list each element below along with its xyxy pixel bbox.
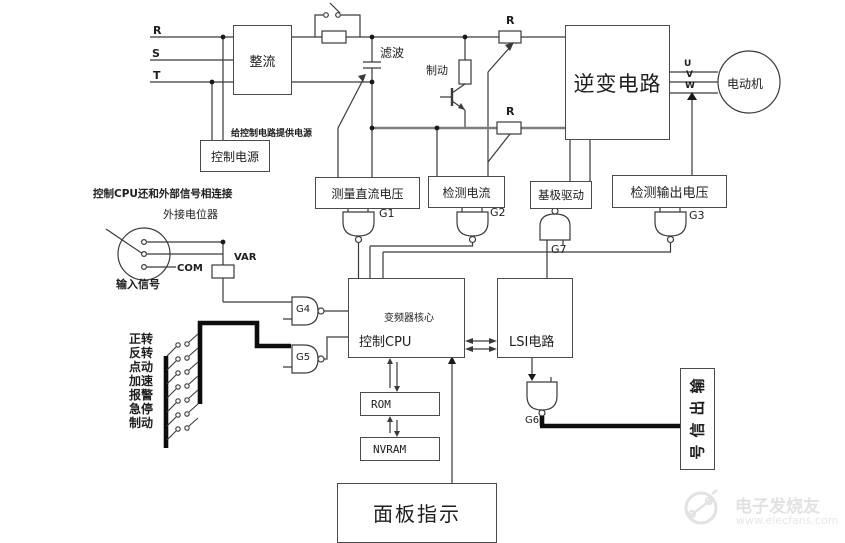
motor-circle — [717, 50, 781, 114]
rectifier-block: 整流 — [233, 25, 292, 95]
filter-label: 滤波 — [380, 46, 405, 60]
switch-label-jog: 点动 — [129, 360, 154, 374]
detect-current-label: 检测电流 — [442, 185, 491, 200]
switch-label-accelerate: 加速 — [129, 374, 154, 388]
switch-label-brake: 制动 — [129, 416, 154, 430]
detect-output-voltage-block: 检测输出电压 — [612, 175, 727, 208]
phase-u-label: U — [684, 59, 692, 69]
motor-label: 电动机 — [727, 77, 764, 91]
output-signal-block: 输 出 信 号 — [680, 368, 715, 470]
panel-indicator-label: 面板指示 — [373, 502, 461, 526]
phase-s-label: S — [152, 47, 160, 60]
shunt-resistor-top-label: R — [506, 14, 515, 27]
cpu-name-label: 控制CPU — [359, 335, 412, 350]
panel-indicator-block: 面板指示 — [337, 483, 497, 543]
nvram-block: NVRAM — [360, 437, 440, 461]
gate-g1-label: G1 — [379, 207, 395, 220]
output-signal-char: 输 — [688, 378, 707, 394]
gate-g6-label: G6 — [525, 415, 540, 426]
power-supply-note: 给控制电路提供电源 — [231, 129, 313, 139]
switch-label-forward: 正转 — [129, 332, 154, 346]
phase-r-label: R — [153, 24, 162, 37]
elecfans-logo-icon — [684, 489, 718, 525]
lsi-block: LSI电路 — [497, 278, 573, 358]
output-signal-char: 号 — [688, 444, 707, 460]
cpu-core-label: 变频器核心 — [384, 313, 434, 324]
gate-g2-label: G2 — [490, 206, 506, 219]
nvram-label: NVRAM — [373, 442, 407, 456]
measure-dc-voltage-block: 测量直流电压 — [315, 177, 420, 209]
watermark-brand: 电子发烧友 — [735, 497, 820, 517]
cpu-external-note: 控制CPU还和外部信号相连接 — [93, 188, 233, 200]
output-signal-char: 信 — [688, 422, 707, 438]
base-drive-label: 基极驱动 — [538, 188, 584, 202]
measure-dc-voltage-label: 测量直流电压 — [331, 186, 404, 201]
gate-g5-label: G5 — [296, 352, 311, 363]
brake-label: 制动 — [426, 64, 448, 77]
inverter-label: 逆变电路 — [573, 71, 662, 96]
base-drive-block: 基极驱动 — [530, 181, 592, 209]
detect-current-block: 检测电流 — [428, 176, 505, 208]
gate-g7-label: G7 — [551, 243, 567, 256]
gate-g4-label: G4 — [296, 304, 311, 315]
phase-v-label: V — [686, 70, 693, 80]
switch-label-estop: 急停 — [129, 402, 154, 416]
inverter-block: 逆变电路 — [565, 25, 670, 140]
control-power-block: 控制电源 — [200, 140, 270, 172]
rom-label: ROM — [371, 397, 391, 411]
external-pot-label: 外接电位器 — [163, 208, 218, 221]
shunt-resistor-bottom-label: R — [506, 105, 515, 118]
phase-w-label: W — [685, 81, 695, 91]
com-terminal-label: COM — [177, 263, 203, 274]
input-signal-label: 输入信号 — [116, 278, 160, 291]
var-terminal-label: VAR — [234, 252, 257, 263]
switch-label-alarm: 报警 — [129, 388, 154, 402]
detect-output-voltage-label: 检测输出电压 — [630, 186, 709, 201]
control-cpu-block: 变频器核心 控制CPU — [348, 278, 465, 358]
switch-label-reverse: 反转 — [129, 346, 154, 360]
watermark-site: www.elecfans.com — [736, 514, 839, 527]
rectifier-label: 整流 — [249, 54, 276, 70]
rom-block: ROM — [360, 392, 440, 416]
gate-g3-label: G3 — [689, 209, 705, 222]
phase-t-label: T — [153, 69, 161, 82]
lsi-label: LSI电路 — [509, 335, 555, 350]
output-signal-char: 出 — [688, 400, 707, 416]
control-power-label: 控制电源 — [210, 149, 259, 164]
